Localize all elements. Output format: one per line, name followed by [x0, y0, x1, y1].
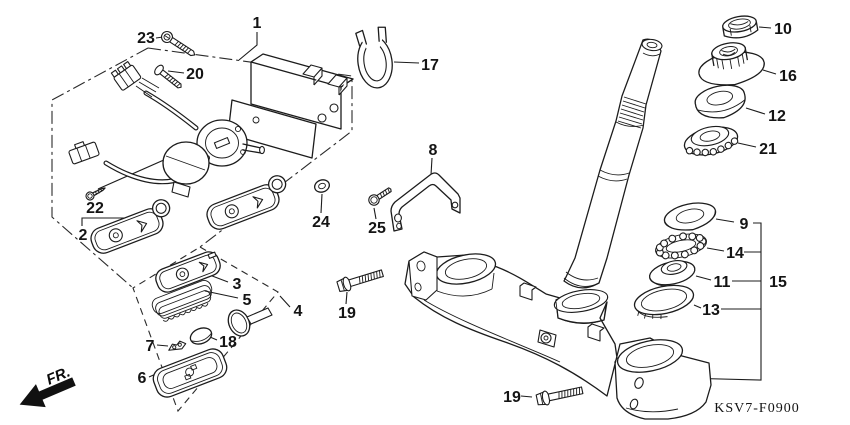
bearing-adjust-nut-part16: [698, 42, 765, 86]
part-label-11: 11: [714, 274, 731, 291]
part-label-6: 6: [138, 370, 147, 387]
kit-seal-stack-part5: [151, 280, 213, 322]
part-label-4: 4: [294, 303, 303, 320]
flange-bolt-19a: [336, 269, 384, 292]
part-label-7: 7: [146, 338, 155, 355]
part-label-10: 10: [774, 21, 792, 38]
kit-transponder-disc: [227, 307, 273, 337]
lower-dust-seal-part13: [633, 284, 695, 320]
ignition-switch-assembly: [68, 53, 354, 198]
screw-part20: [154, 64, 182, 89]
part-label-8: 8: [429, 142, 438, 159]
dust-seal-part12: [694, 84, 746, 119]
part-label-16: 16: [779, 68, 797, 85]
key-kit-boundary: [132, 246, 279, 413]
part-label-3: 3: [233, 276, 242, 293]
steering-stem: [563, 38, 663, 289]
part-label-9: 9: [740, 216, 749, 233]
part-labels: 1 23 20 17 10 16 12 21 8 24 25 22 2 3 5 …: [79, 15, 797, 406]
part-label-13: 13: [702, 302, 720, 319]
part-label-23: 23: [137, 30, 155, 47]
steering-stem-nut-part10: [722, 15, 759, 39]
part-label-19a: 19: [338, 305, 356, 322]
bearing-race-part11: [648, 260, 696, 287]
part-label-18: 18: [219, 334, 237, 351]
screw-part23: [160, 30, 196, 57]
part-label-15: 15: [769, 274, 787, 291]
bracket-part8: [390, 172, 461, 232]
switch-group-boundary: [51, 47, 353, 289]
leader-lines: [81, 26, 777, 398]
connector-2pin: [68, 141, 100, 165]
part-label-2: 2: [79, 227, 88, 244]
connector-4pin: [110, 61, 142, 91]
part-label-1: 1: [253, 15, 262, 32]
flange-bolt-19b: [535, 386, 584, 406]
ball-retainer-part14: [655, 232, 707, 260]
key-b: [201, 172, 294, 234]
part-label-20: 20: [186, 66, 204, 83]
part-label-25: 25: [368, 220, 386, 237]
part-label-22: 22: [86, 200, 104, 217]
part-label-19b: 19: [503, 389, 521, 406]
kit-lower-case-part6: [152, 348, 228, 398]
washer-part24: [314, 179, 330, 193]
bottom-bridge: [404, 251, 712, 420]
upper-bearing-part21: [683, 125, 739, 157]
kit-battery-part18: [189, 327, 213, 345]
front-direction-arrow: [19, 377, 76, 408]
kit-clip-part7: [168, 340, 187, 351]
screw-part25: [368, 187, 392, 206]
diagram-code: KSV7-F0900: [714, 401, 799, 416]
part-label-12: 12: [768, 108, 786, 125]
part-label-17: 17: [421, 57, 439, 74]
part-label-14: 14: [726, 245, 744, 262]
part-label-24: 24: [312, 214, 330, 231]
washer-part9: [663, 202, 717, 231]
lock-washer-part17: [353, 20, 393, 89]
part-label-5: 5: [243, 292, 252, 309]
part-label-21: 21: [759, 141, 777, 158]
key-screw-part22: [85, 187, 106, 201]
kit-upper-cover-part3: [155, 251, 221, 293]
